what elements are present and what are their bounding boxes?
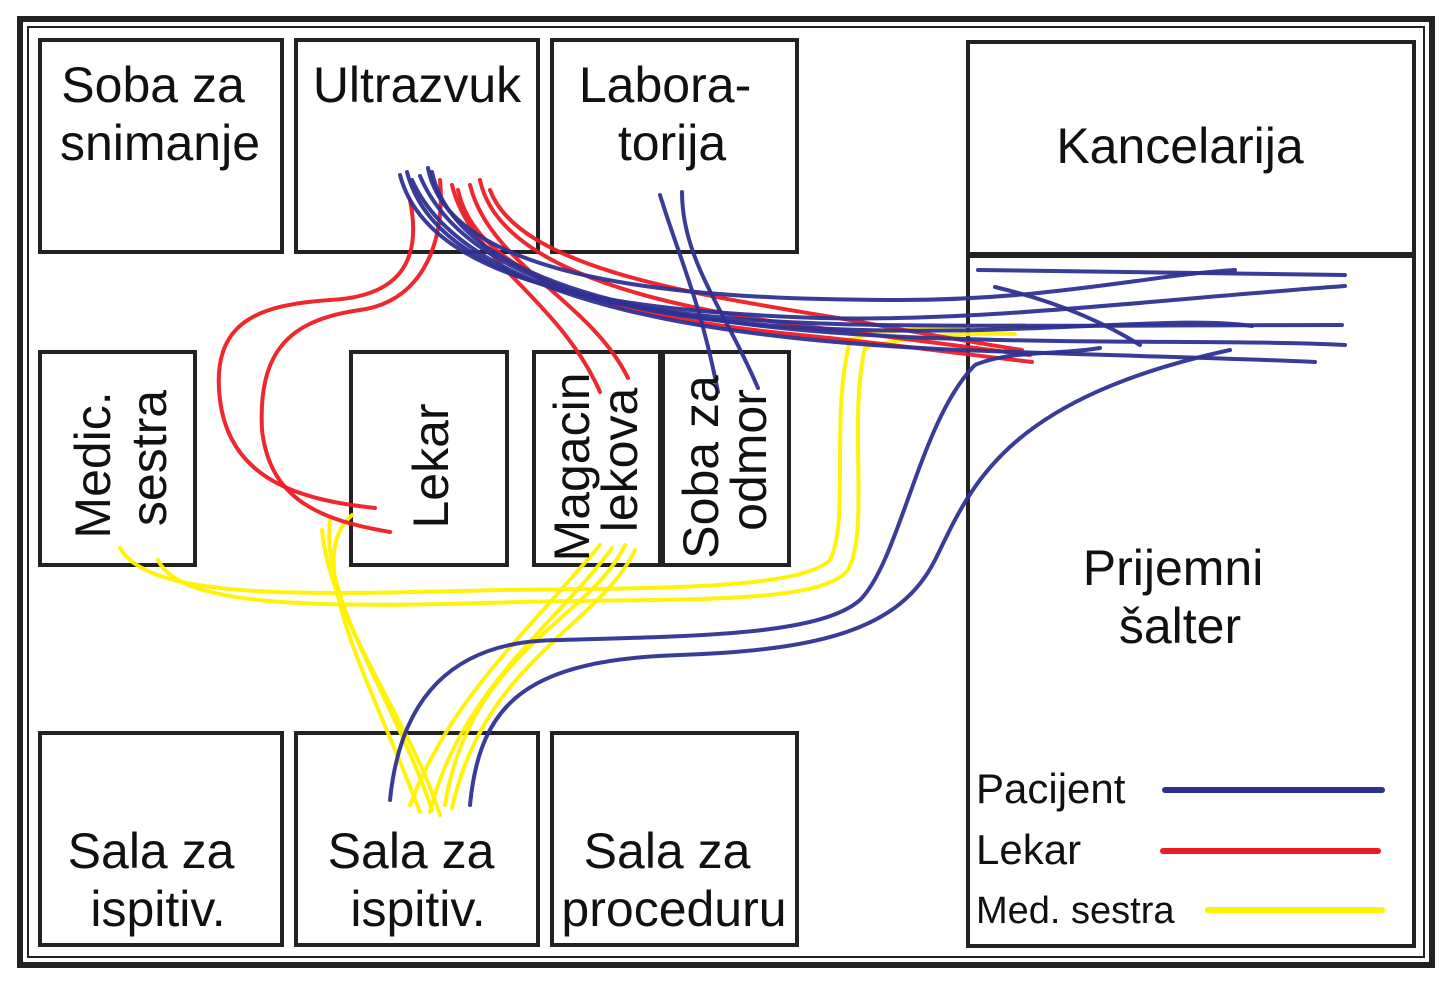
room-labels: Soba za snimanje Ultrazvuk Labora- torij… xyxy=(60,57,1304,937)
label-ultrazvuk: Ultrazvuk xyxy=(313,57,522,113)
room-medic-sestra xyxy=(38,350,197,567)
blue-path-11 xyxy=(388,346,1102,802)
blue-path-3 xyxy=(426,166,1237,303)
label-sala-za-ispitiv-1: Sala za ispitiv. xyxy=(68,823,249,937)
blue-path-2 xyxy=(405,170,1344,328)
room-magacin-lekova xyxy=(532,350,662,567)
label-sala-za-proceduru: Sala za proceduru xyxy=(561,823,786,937)
legend-label-lekar: Lekar xyxy=(976,826,1081,873)
blue-path-5 xyxy=(410,178,1317,364)
yellow-path-6 xyxy=(443,543,627,807)
room-kancelarija xyxy=(966,40,1416,256)
blue-path-8 xyxy=(993,285,1142,347)
label-soba-za-snimanje: Soba za snimanje xyxy=(60,57,260,171)
label-laboratorija: Labora- torija xyxy=(579,57,765,171)
legend: Pacijent Lekar Med. sestra xyxy=(976,765,1385,932)
room-soba-za-snimanje xyxy=(38,38,284,254)
yellow-path-7 xyxy=(450,548,637,810)
blue-path-9 xyxy=(658,193,720,394)
label-soba-za-odmor: Soba za odmor xyxy=(673,361,777,558)
yellow-path-5 xyxy=(320,528,442,817)
blue-path-1 xyxy=(398,173,1347,321)
label-lekar: Lekar xyxy=(403,403,459,528)
outer-frame xyxy=(17,16,1435,968)
blue-path-7 xyxy=(976,268,1347,277)
yellow-path-9 xyxy=(408,543,602,807)
blue-path-4 xyxy=(430,170,1347,347)
inner-frame xyxy=(27,26,1425,958)
rooms xyxy=(38,38,1416,948)
red-path-3 xyxy=(450,183,602,394)
room-sala-za-ispitiv-1 xyxy=(38,731,284,947)
room-prijemni-salter xyxy=(966,254,1416,948)
red-path-1 xyxy=(216,198,416,510)
red-path-7 xyxy=(488,188,1024,352)
red-path-2 xyxy=(259,178,443,534)
paths-pacijent xyxy=(388,166,1347,807)
label-magacin-lekova: Magacin lekova xyxy=(544,359,648,562)
blue-path-12 xyxy=(468,348,1232,807)
label-prijemni-salter: Prijemni šalter xyxy=(1083,540,1278,654)
yellow-path-8 xyxy=(428,546,614,814)
yellow-path-3 xyxy=(331,513,422,814)
label-sala-za-ispitiv-2: Sala za ispitiv. xyxy=(328,823,509,937)
room-soba-za-odmor xyxy=(661,350,791,567)
legend-label-pacijent: Pacijent xyxy=(976,765,1126,812)
label-medic-sestra: Medic. sestra xyxy=(65,377,177,538)
legend-label-med-sestra: Med. sestra xyxy=(976,890,1175,932)
room-laboratorija xyxy=(550,38,799,254)
room-sala-za-proceduru xyxy=(550,731,799,947)
blue-path-6 xyxy=(418,174,1254,333)
blue-path-10 xyxy=(680,190,760,390)
label-kancelarija: Kancelarija xyxy=(1056,118,1304,174)
